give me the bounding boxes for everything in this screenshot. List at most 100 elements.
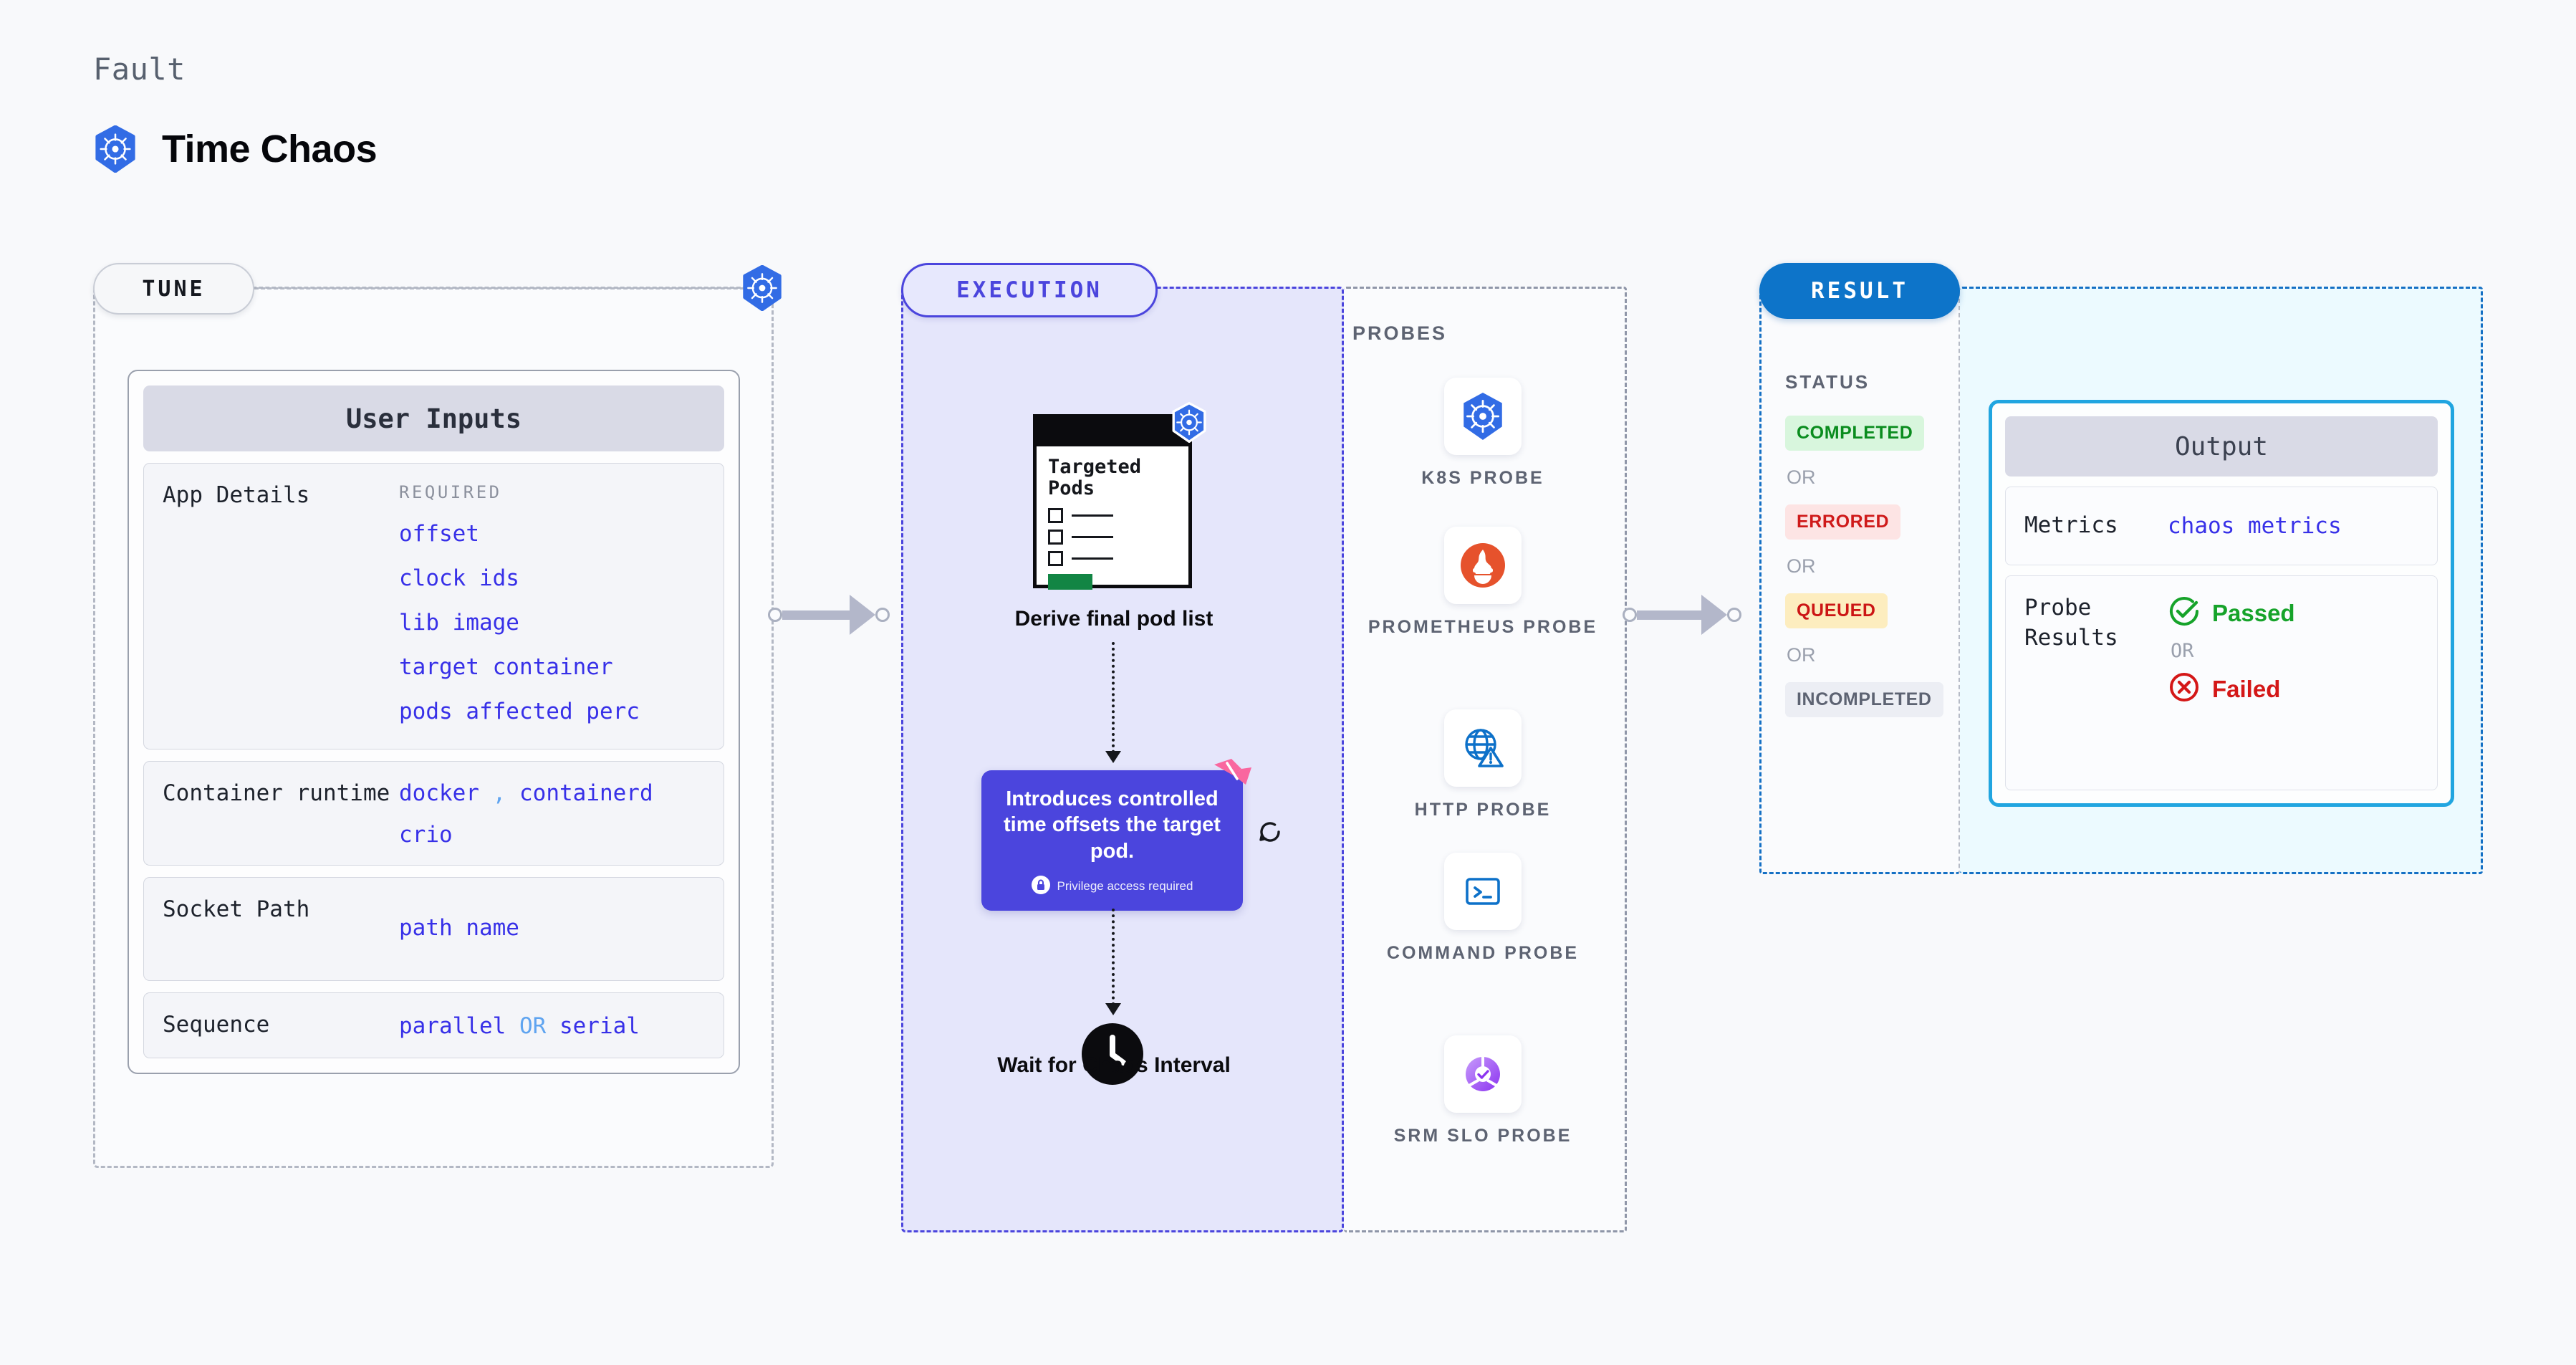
kubernetes-icon xyxy=(93,125,138,173)
output-row-metrics: Metrics chaos metrics xyxy=(2005,487,2438,565)
checkbox-icon xyxy=(1048,530,1063,545)
checkbox-icon xyxy=(1048,508,1063,524)
page-title: Time Chaos xyxy=(162,128,378,171)
probe-failed-label: Failed xyxy=(2212,675,2281,702)
input-label: App Details xyxy=(163,482,310,508)
ribbon-icon xyxy=(1213,757,1253,798)
probe-label: HTTP PROBE xyxy=(1414,800,1552,820)
flow-connector xyxy=(1112,642,1115,753)
status-list: COMPLETED OR ERRORED OR QUEUED OR INCOMP… xyxy=(1785,416,1950,717)
connector-dot xyxy=(768,608,782,622)
connector-dot xyxy=(1623,608,1637,622)
privilege-badge: Privilege access required xyxy=(997,875,1227,898)
input-value: parallel xyxy=(399,1013,506,1039)
output-label: Probe Results xyxy=(2024,595,2118,651)
user-inputs-card: User Inputs App Details REQUIRED offset … xyxy=(128,370,740,1074)
input-label: Socket Path xyxy=(163,896,310,922)
probe-item-prometheus[interactable]: PROMETHEUS PROBE xyxy=(1365,527,1601,638)
pods-title-line1: Targeted xyxy=(1048,456,1142,478)
input-row-socket-path: Socket Path path name xyxy=(143,877,724,981)
stage-pill-execution[interactable]: EXECUTION xyxy=(901,263,1158,317)
fault-description-card: Introduces controlled time offsets the t… xyxy=(981,759,1251,911)
output-title: Output xyxy=(2005,416,2438,476)
flow-arrowhead xyxy=(1105,751,1121,763)
status-title: STATUS xyxy=(1785,371,1870,393)
terminal-icon xyxy=(1444,853,1522,930)
or-label: OR xyxy=(2171,640,2194,662)
input-row-app-details: App Details REQUIRED offset clock ids li… xyxy=(143,463,724,749)
connector-execution-to-result xyxy=(1623,595,1741,635)
value-separator: , xyxy=(492,780,506,806)
probes-title: PROBES xyxy=(1352,322,1448,344)
probe-item-k8s[interactable]: K8S PROBE xyxy=(1365,378,1601,489)
globe-warning-icon xyxy=(1444,709,1522,787)
output-row-probe-results: Probe Results Passed OR xyxy=(2005,575,2438,790)
input-value: path name xyxy=(399,915,519,941)
probe-label: K8S PROBE xyxy=(1421,468,1544,488)
fault-description-text: Introduces controlled time offsets the t… xyxy=(1004,787,1221,863)
connector-dot xyxy=(1727,608,1741,622)
status-badge: COMPLETED xyxy=(1785,416,1925,451)
input-value: serial xyxy=(559,1013,640,1039)
refresh-icon[interactable] xyxy=(1255,817,1285,851)
connector-line xyxy=(782,610,851,620)
probe-result-passed: Passed xyxy=(2168,595,2295,631)
privilege-label: Privilege access required xyxy=(1057,879,1193,894)
probe-result-failed: Failed xyxy=(2168,671,2295,707)
check-circle-icon xyxy=(2168,595,2201,631)
slo-donut-icon xyxy=(1444,1035,1522,1113)
tune-top-connector xyxy=(254,287,770,289)
input-label: Container runtime xyxy=(163,780,390,806)
kubernetes-icon xyxy=(741,264,784,315)
pods-checklist xyxy=(1048,508,1177,567)
status-badge: ERRORED xyxy=(1785,504,1901,540)
input-value: pods affected perc xyxy=(399,699,640,724)
input-row-sequence: Sequence parallel OR serial xyxy=(143,992,724,1058)
prometheus-icon xyxy=(1444,527,1522,604)
connector-arrowhead xyxy=(1701,595,1727,635)
pods-title-line2: Pods xyxy=(1048,476,1095,499)
card-titlebar xyxy=(1037,418,1188,446)
placeholder-line xyxy=(1072,557,1113,560)
input-value: target container xyxy=(399,654,613,680)
wait-interval-label: Wait for Chaos Interval xyxy=(997,1053,1231,1077)
list-item xyxy=(1048,508,1177,524)
connector-line xyxy=(1637,610,1703,620)
or-label: OR xyxy=(1787,466,1816,488)
output-card: Output Metrics chaos metrics Probe Resul… xyxy=(1989,400,2454,807)
input-value: clock ids xyxy=(399,565,519,591)
input-value: docker xyxy=(399,780,479,806)
kubernetes-icon xyxy=(1444,378,1522,455)
placeholder-line xyxy=(1072,536,1113,539)
input-value: containerd xyxy=(519,780,653,806)
input-row-container-runtime: Container runtime docker , containerd cr… xyxy=(143,761,724,866)
connector-tune-to-execution xyxy=(768,595,890,635)
required-tag: REQUIRED xyxy=(399,482,502,502)
flow-connector xyxy=(1112,909,1115,1005)
status-badge: QUEUED xyxy=(1785,593,1888,628)
input-label: Sequence xyxy=(163,1012,270,1038)
targeted-pods-card: Targeted Pods xyxy=(1033,402,1206,590)
probe-item-srm-slo[interactable]: SRM SLO PROBE xyxy=(1365,1035,1601,1147)
status-badge: INCOMPLETED xyxy=(1785,682,1943,717)
kubernetes-icon xyxy=(1170,402,1208,446)
probe-label: PROMETHEUS PROBE xyxy=(1368,617,1598,637)
probe-item-http[interactable]: HTTP PROBE xyxy=(1365,709,1601,821)
probe-label: SRM SLO PROBE xyxy=(1393,1126,1572,1146)
list-item xyxy=(1048,530,1177,545)
input-value: crio xyxy=(399,822,453,848)
probe-item-command[interactable]: COMMAND PROBE xyxy=(1365,853,1601,964)
checkbox-icon xyxy=(1048,551,1063,567)
stage-pill-result[interactable]: RESULT xyxy=(1759,263,1960,319)
flow-arrowhead xyxy=(1105,1003,1121,1015)
clock-icon xyxy=(1082,1023,1143,1088)
or-label: OR xyxy=(1787,644,1816,666)
fault-title-row: Time Chaos xyxy=(93,125,378,173)
input-value: lib image xyxy=(399,610,519,636)
or-label: OR xyxy=(1787,555,1816,577)
x-circle-icon xyxy=(2168,671,2201,707)
stage-pill-tune[interactable]: TUNE xyxy=(93,263,254,315)
input-value: offset xyxy=(399,521,479,547)
output-label: Metrics xyxy=(2024,512,2118,539)
